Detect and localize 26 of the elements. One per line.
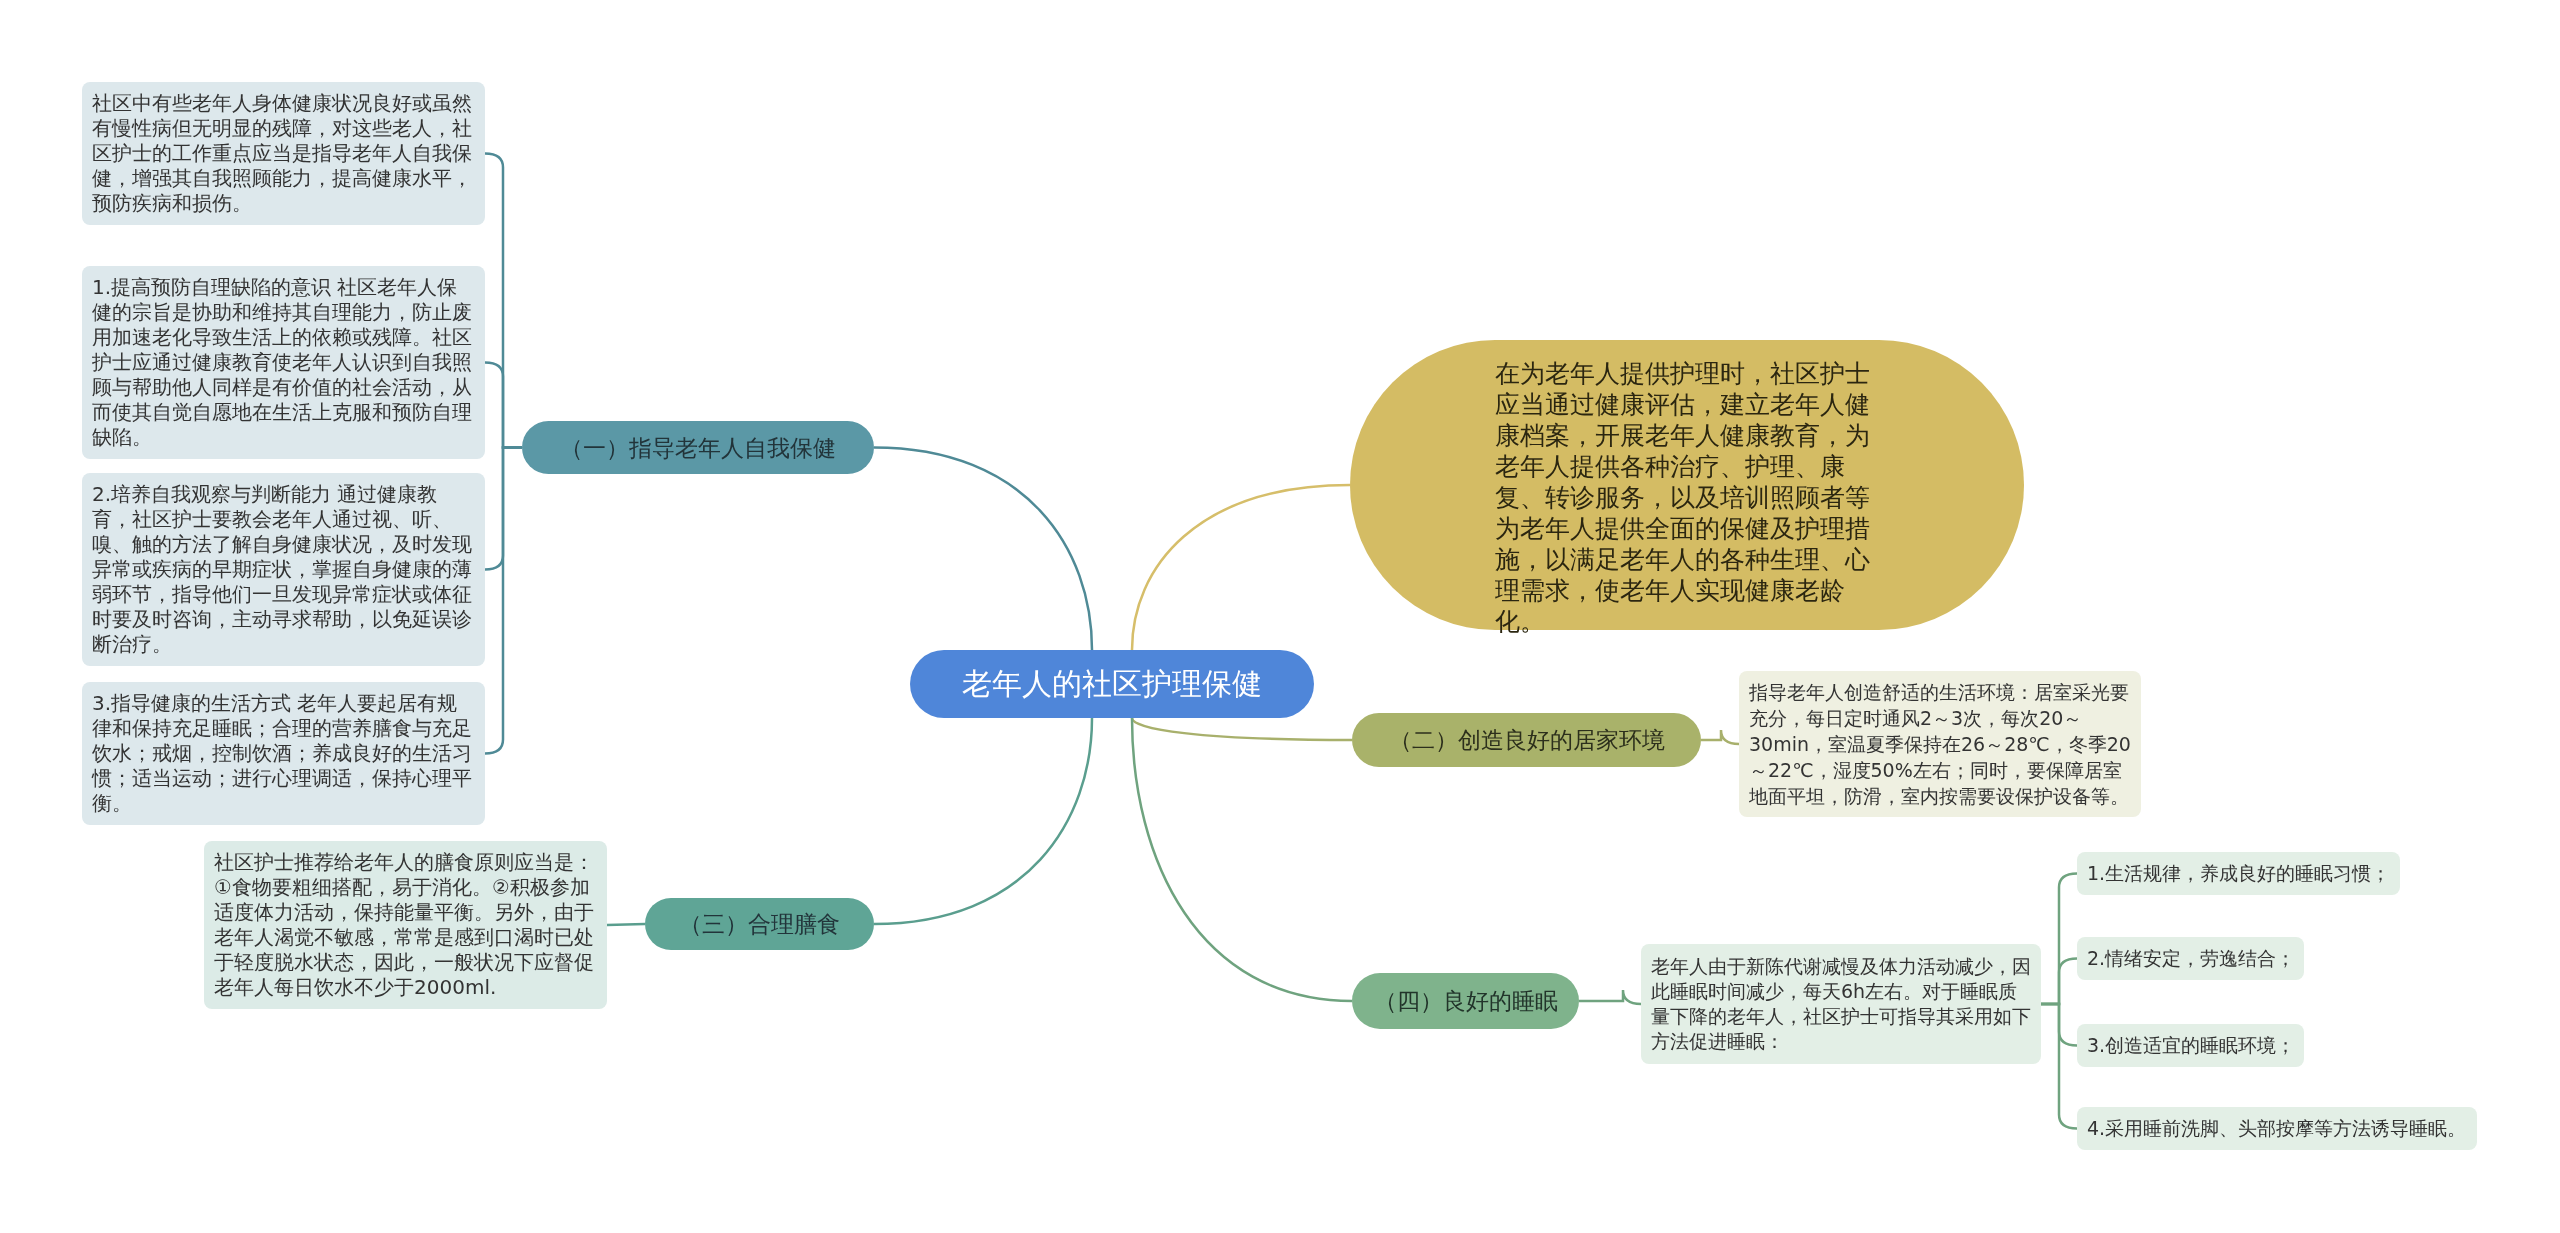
connector-line (1701, 728, 1740, 746)
connector-line (1579, 988, 1642, 1006)
note-box: 2.培养自我观察与判断能力 通过健康教育，社区护士要教会老年人通过视、听、嗅、触的方法了解自身健康状况，及时发现异常或疾病的早期症状，掌握自身健康的薄弱环节，指导他们一旦发现异常症状或体征时要及时咨询，主动寻求帮助，以免延误诊断治疗。 (82, 473, 485, 666)
connector-line (484, 446, 522, 755)
branch-topic: （二）创造良好的居家环境 (1352, 713, 1701, 767)
connector-line (606, 922, 646, 927)
note-box: 3.指导健康的生活方式 老年人要起居有规律和保持充足睡眠；合理的营养膳食与充足饮水；戒烟，控制饮酒；养成良好的生活习惯；适当运动；进行心理调适，保持心理平衡。 (82, 682, 485, 825)
branch-topic: （一）指导老年人自我保健 (522, 421, 874, 474)
branch-topic: （三）合理膳食 (645, 898, 874, 950)
connector-line (2041, 1002, 2078, 1130)
branch-topic: （四）良好的睡眠 (1352, 973, 1579, 1029)
list-item: 3.创造适宜的睡眠环境； (2077, 1024, 2304, 1067)
list-item: 4.采用睡前洗脚、头部按摩等方法诱导睡眠。 (2077, 1107, 2477, 1150)
connector-line (1130, 717, 1353, 1003)
connector-line (873, 717, 1094, 926)
connector-line (873, 446, 1094, 651)
list-item: 1.生活规律，养成良好的睡眠习惯； (2077, 852, 2400, 895)
note-box: 指导老年人创造舒适的生活环境：居室采光要充分，每日定时通风2～3次，每次20～30min，室温夏季保持在26～28℃，冬季20～22℃，湿度50%左右；同时，要保障居室地面平坦，防滑，室内按需要设保护设备等。 (1739, 671, 2141, 817)
note-box: 社区护士推荐给老年人的膳食原则应当是：①食物要粗细搭配，易于消化。②积极参加适度体力活动，保持能量平衡。另外，由于老年人渴觉不敏感，常常是感到口渴时已处于轻度脱水状态，因此，一般状况下应督促老年人每日饮水不少于2000ml. (204, 841, 607, 1009)
note-box: 1.提高预防自理缺陷的意识 社区老年人保健的宗旨是协助和维持其自理能力，防止废用加速老化导致生活上的依赖或残障。社区护士应通过健康教育使老年人认识到自我照顾与帮助他人同样是有价值的社会活动，从而使其自觉自愿地在生活上克服和预防自理缺陷。 (82, 266, 485, 459)
connector-line (1130, 717, 1352, 742)
note-box: 社区中有些老年人身体健康状况良好或虽然有慢性病但无明显的残障，对这些老人，社区护士的工作重点应当是指导老年人自我保健，增强其自我照顾能力，提高健康水平，预防疾病和损伤。 (82, 82, 485, 225)
note-box: 老年人由于新陈代谢减慢及体力活动减少，因此睡眠时间减少，每天6h左右。对于睡眠质量下降的老年人，社区护士可指导其采用如下方法促进睡眠： (1641, 944, 2041, 1064)
connector-line (1130, 483, 1351, 651)
central-topic: 老年人的社区护理保健 (910, 650, 1314, 718)
list-item: 2.情绪安定，劳逸结合； (2077, 937, 2304, 980)
